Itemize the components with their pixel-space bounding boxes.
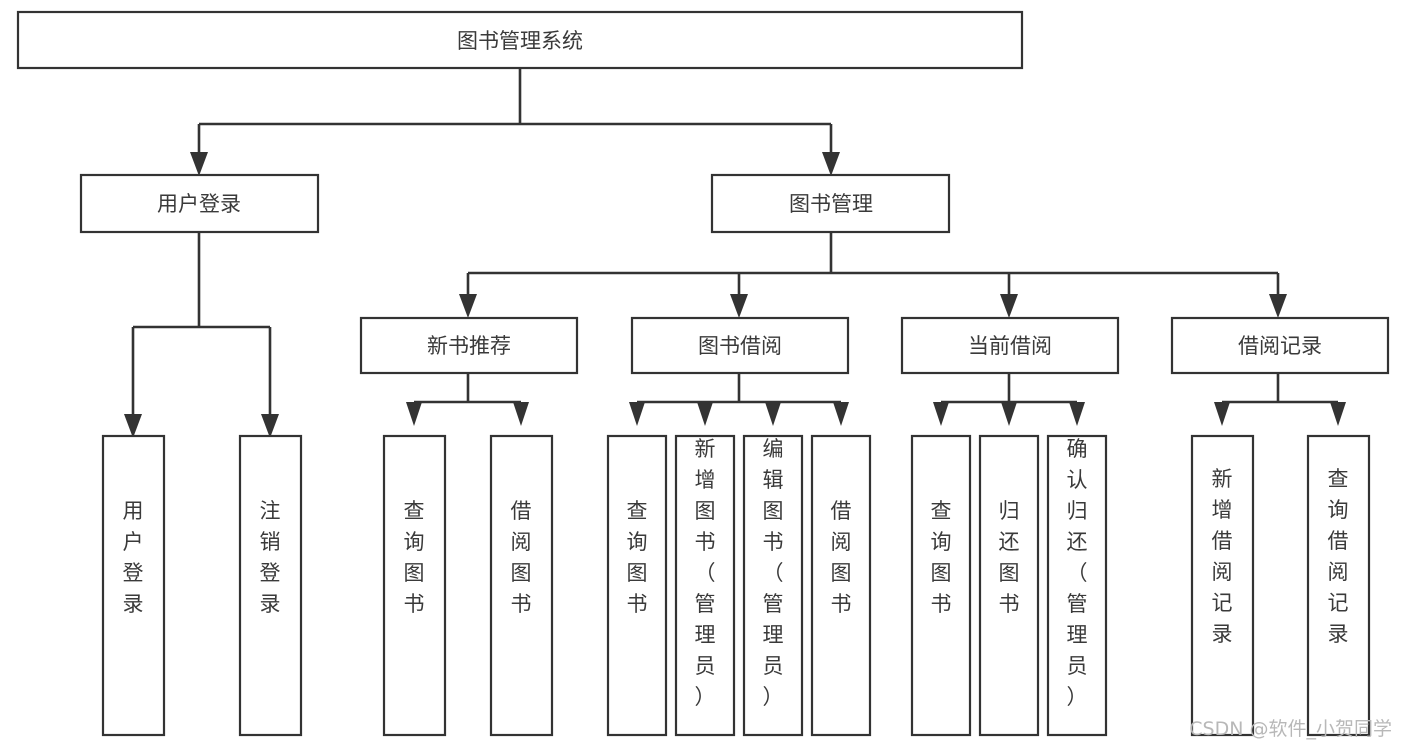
leaf-query-book-3[interactable]: 查询图书	[910, 434, 972, 737]
arrow-icon-to-book-borrow	[730, 294, 748, 318]
node-root-label: 图书管理系统	[457, 29, 583, 53]
node-book-management[interactable]: 图书管理	[710, 173, 951, 234]
node-current-borrow-box[interactable]	[900, 316, 1120, 375]
node-current-borrow[interactable]: 当前借阅	[900, 316, 1120, 375]
leaf-user-logout-label: 注销登录	[260, 499, 281, 616]
leaf-query-book-2-box[interactable]	[606, 434, 668, 737]
connector-user-login-to-leaves	[131, 232, 272, 418]
connector-new-book-recommend-to-leaves	[412, 373, 523, 418]
leaf-edit-book[interactable]: 编辑图书（管理员）	[742, 434, 804, 737]
arrow-icon-to-leaf-query-book-1	[406, 402, 422, 426]
arrow-icon-to-leaf-edit-book	[765, 402, 781, 426]
leaf-query-book-3-label: 查询图书	[931, 499, 952, 616]
node-current-borrow-label: 当前借阅	[968, 334, 1052, 358]
node-new-book-recommend[interactable]: 新书推荐	[359, 316, 579, 375]
node-new-book-recommend-label: 新书推荐	[427, 334, 511, 358]
arrow-icon-to-leaf-add-record	[1214, 402, 1230, 426]
leaf-confirm-return-label: 确认归还（管理员）	[1067, 437, 1088, 709]
connector-book-management-to-level3	[466, 232, 1280, 298]
leaf-confirm-return-box[interactable]	[1046, 434, 1108, 737]
leaf-add-record-label: 新增借阅记录	[1212, 467, 1233, 646]
leaf-add-record-box[interactable]	[1190, 434, 1255, 737]
arrow-icon-to-leaf-add-book	[697, 402, 713, 426]
leaf-query-record-box[interactable]	[1306, 434, 1371, 737]
leaf-add-book[interactable]: 新增图书（管理员）	[674, 434, 736, 737]
arrowhead-layer	[124, 152, 1346, 438]
leaf-query-book-2[interactable]: 查询图书	[606, 434, 668, 737]
leaf-query-book-1[interactable]: 查询图书	[382, 434, 447, 737]
node-root-box[interactable]	[16, 10, 1024, 70]
leaf-query-record[interactable]: 查询借阅记录	[1306, 434, 1371, 737]
node-new-book-recommend-box[interactable]	[359, 316, 579, 375]
arrow-icon-to-borrow-record	[1269, 294, 1287, 318]
arrow-icon-to-leaf-query-record	[1330, 402, 1346, 426]
arrow-icon-to-leaf-user-logout	[261, 414, 279, 438]
arrow-icon-to-leaf-query-book-3	[933, 402, 949, 426]
node-borrow-record[interactable]: 借阅记录	[1170, 316, 1390, 375]
node-book-borrow-box[interactable]	[630, 316, 850, 375]
arrow-icon-to-new-book-recommend	[459, 294, 477, 318]
leaf-query-book-1-label: 查询图书	[404, 499, 425, 616]
arrow-icon-to-leaf-borrow-book-2	[833, 402, 849, 426]
leaf-return-book-box[interactable]	[978, 434, 1040, 737]
leaf-user-logout[interactable]: 注销登录	[238, 434, 303, 737]
leaf-user-login-box[interactable]	[101, 434, 166, 737]
node-user-login-box[interactable]	[79, 173, 320, 234]
arrow-icon-to-leaf-user-login	[124, 414, 142, 438]
arrow-icon-to-leaf-return-book	[1001, 402, 1017, 426]
leaf-borrow-book-1-box[interactable]	[489, 434, 554, 737]
leaf-query-book-2-label: 查询图书	[627, 499, 648, 616]
leaf-query-book-3-box[interactable]	[910, 434, 972, 737]
node-borrow-record-label: 借阅记录	[1238, 334, 1322, 358]
leaf-borrow-book-1-label: 借阅图书	[511, 499, 532, 616]
leaf-borrow-book-2[interactable]: 借阅图书	[810, 434, 872, 737]
leaf-user-logout-box[interactable]	[238, 434, 303, 737]
node-book-management-label: 图书管理	[789, 192, 873, 216]
leaf-query-book-1-box[interactable]	[382, 434, 447, 737]
leaf-return-book[interactable]: 归还图书	[978, 434, 1040, 737]
leaf-user-login-label: 用户登录	[123, 499, 144, 616]
connector-borrow-record-to-leaves	[1220, 373, 1340, 418]
connector-layer	[131, 68, 1340, 418]
connector-book-borrow-to-leaves	[635, 373, 843, 418]
node-book-borrow-label: 图书借阅	[698, 334, 782, 358]
node-book-management-box[interactable]	[710, 173, 951, 234]
node-book-borrow[interactable]: 图书借阅	[630, 316, 850, 375]
node-user-login-label: 用户登录	[157, 192, 241, 216]
node-user-login[interactable]: 用户登录	[79, 173, 320, 234]
leaf-user-login[interactable]: 用户登录	[101, 434, 166, 737]
leaf-borrow-book-2-box[interactable]	[810, 434, 872, 737]
arrow-icon-to-book-management	[822, 152, 840, 176]
leaf-add-book-box[interactable]	[674, 434, 736, 737]
connector-root-to-level2	[197, 68, 833, 156]
leaf-add-record[interactable]: 新增借阅记录	[1190, 434, 1255, 737]
arrow-icon-to-user-login	[190, 152, 208, 176]
leaf-add-book-label: 新增图书（管理员）	[695, 437, 716, 709]
leaf-edit-book-label: 编辑图书（管理员）	[763, 437, 784, 709]
leaf-borrow-book-2-label: 借阅图书	[831, 499, 852, 616]
arrow-icon-to-leaf-confirm-return	[1069, 402, 1085, 426]
leaf-query-record-label: 查询借阅记录	[1328, 467, 1349, 646]
leaf-borrow-book-1[interactable]: 借阅图书	[489, 434, 554, 737]
arrow-icon-to-leaf-query-book-2	[629, 402, 645, 426]
node-root[interactable]: 图书管理系统	[16, 10, 1024, 70]
leaf-confirm-return[interactable]: 确认归还（管理员）	[1046, 434, 1108, 737]
arrow-icon-to-current-borrow	[1000, 294, 1018, 318]
node-borrow-record-box[interactable]	[1170, 316, 1390, 375]
watermark-label: CSDN @软件_小贺同学	[1189, 718, 1392, 740]
leaf-return-book-label: 归还图书	[999, 499, 1020, 616]
arrow-icon-to-leaf-borrow-book-1	[513, 402, 529, 426]
leaf-edit-book-box[interactable]	[742, 434, 804, 737]
